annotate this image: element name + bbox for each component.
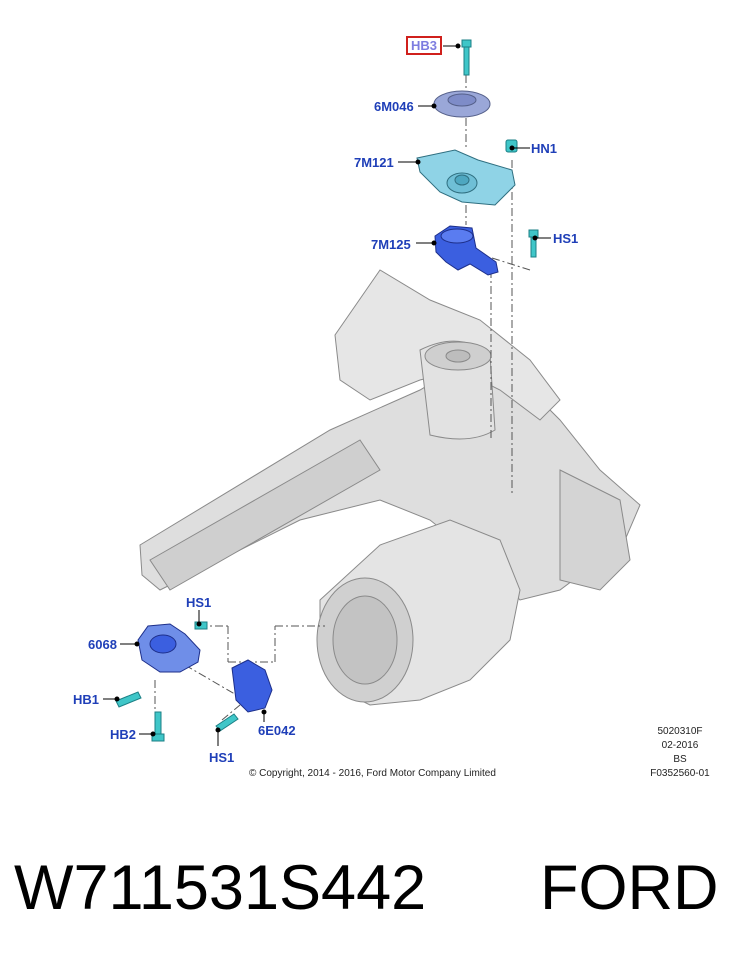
transmission-mount-6068	[137, 623, 201, 673]
callout-hs1-top[interactable]: HS1	[553, 231, 579, 246]
exploded-parts-diagram	[103, 39, 641, 746]
callout-7m125[interactable]: 7M125	[371, 237, 411, 252]
callout-hb2[interactable]: HB2	[110, 727, 137, 742]
transmission-housing	[316, 519, 521, 706]
chassis-frame	[139, 269, 641, 601]
footer-brand: FORD	[540, 853, 719, 923]
callout-hn1[interactable]: HN1	[531, 141, 558, 156]
meta-figure: F0352560-01	[650, 768, 710, 779]
callout-7m121[interactable]: 7M121	[354, 155, 394, 170]
bolt-hb3	[461, 39, 472, 76]
callout-hs1-bottom[interactable]: HS1	[209, 750, 235, 765]
callout-hb1[interactable]: HB1	[73, 692, 100, 707]
meta-date: 02-2016	[661, 740, 699, 751]
bracket-7m121	[416, 149, 516, 206]
callout-6068[interactable]: 6068	[88, 637, 117, 652]
screw-hs1-top	[528, 229, 539, 258]
meta-code: 5020310F	[657, 726, 703, 737]
callout-hs1-left[interactable]: HS1	[186, 595, 212, 610]
engine-mount-7m125	[434, 225, 499, 276]
diagram-meta: 5020310F 02-2016 BS F0352560-01	[648, 725, 712, 781]
copyright-notice: © Copyright, 2014 - 2016, Ford Motor Com…	[249, 768, 496, 779]
leader-lines	[103, 43, 551, 746]
callout-6e042[interactable]: 6E042	[258, 723, 296, 738]
assembly-lines	[154, 75, 531, 721]
callout-6m046[interactable]: 6M046	[374, 99, 414, 114]
bracket-6e042	[231, 659, 273, 713]
insulator-6m046	[433, 90, 491, 118]
meta-region: BS	[673, 754, 687, 765]
bolt-hb1	[115, 691, 142, 708]
callout-hb3[interactable]: HB3	[406, 36, 443, 55]
footer-part-number: W711531S442	[14, 853, 427, 923]
